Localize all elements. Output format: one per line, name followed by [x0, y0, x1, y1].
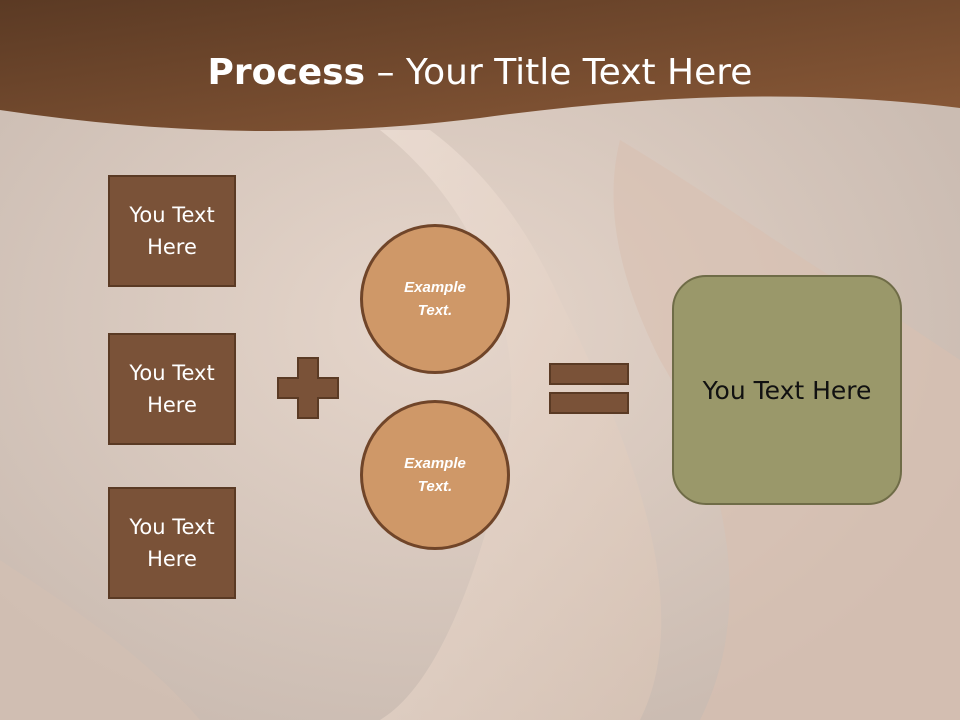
input-box-label: You Text Here	[129, 361, 215, 417]
circle-label: Example Text.	[404, 279, 466, 319]
result-label: You Text Here	[702, 375, 872, 405]
header-band	[0, 0, 960, 132]
plus-icon	[277, 357, 339, 419]
result-box: You Text Here	[672, 275, 902, 505]
input-box-2: You Text Here	[108, 333, 236, 445]
page-title: Process – Your Title Text Here	[0, 52, 960, 93]
circle-label: Example Text.	[404, 455, 466, 495]
equals-icon	[549, 363, 629, 414]
example-circle-2: Example Text.	[360, 400, 510, 550]
example-circle-1: Example Text.	[360, 224, 510, 374]
input-box-label: You Text Here	[129, 515, 215, 571]
title-bold: Process	[207, 52, 366, 93]
input-box-1: You Text Here	[108, 175, 236, 287]
input-box-label: You Text Here	[129, 203, 215, 259]
title-rest: – Your Title Text Here	[365, 52, 753, 93]
input-box-3: You Text Here	[108, 487, 236, 599]
